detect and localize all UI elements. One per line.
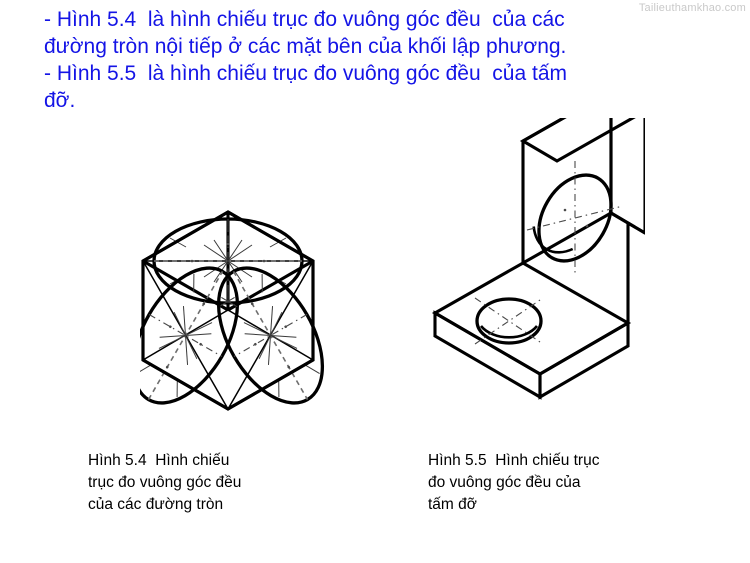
hole-vertical-plate bbox=[526, 161, 624, 275]
ellipse-left-face bbox=[140, 266, 240, 405]
heading-line-3: - Hình 5.5 là hình chiếu trục đo vuông g… bbox=[44, 62, 567, 85]
hole-base-plate bbox=[474, 297, 544, 345]
heading-line-1: - Hình 5.4 là hình chiếu trục đo vuông g… bbox=[44, 8, 565, 31]
figure-5-4-caption: Hình 5.4 Hình chiếu trục đo vuông góc đề… bbox=[88, 450, 303, 516]
heading-line-4: đỡ. bbox=[44, 89, 76, 112]
figure-5-5-caption: Hình 5.5 Hình chiếu trục đo vuông góc đề… bbox=[428, 450, 663, 516]
caption2-line-1: Hình 5.5 Hình chiếu trục bbox=[428, 452, 600, 469]
site-watermark: Tailieuthamkhao.com bbox=[638, 2, 746, 14]
cube-outline-overlay bbox=[141, 210, 315, 411]
figures-area bbox=[0, 118, 750, 428]
caption2-line-2: đo vuông góc đều của bbox=[428, 474, 581, 491]
caption1-line-1: Hình 5.4 Hình chiếu bbox=[88, 452, 230, 469]
ellipse-right-face bbox=[216, 266, 325, 405]
ellipse-top-face bbox=[152, 217, 304, 305]
caption1-line-3: của các đường tròn bbox=[88, 496, 224, 513]
bracket-vertical-plate bbox=[519, 118, 645, 323]
figure-5-5-drawing bbox=[431, 118, 645, 400]
heading-line-2: đường tròn nội tiếp ở các mặt bên của kh… bbox=[44, 35, 567, 58]
slide-heading-text: - Hình 5.4 là hình chiếu trục đo vuông g… bbox=[44, 6, 684, 114]
caption1-line-2: trục đo vuông góc đều bbox=[88, 474, 242, 491]
figure-5-4-drawing bbox=[140, 210, 325, 411]
caption2-line-3: tấm đỡ bbox=[428, 496, 477, 513]
